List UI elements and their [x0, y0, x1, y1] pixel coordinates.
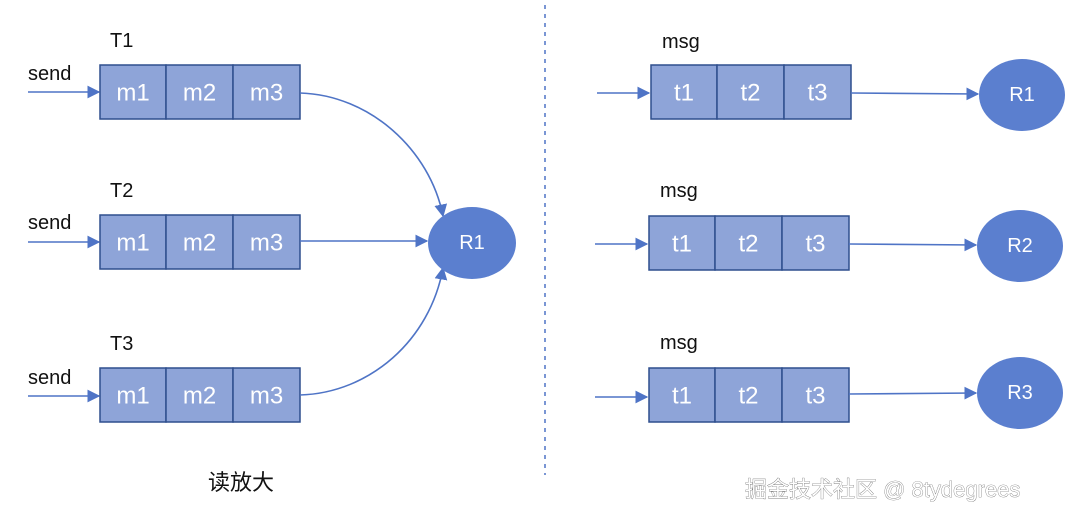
queue-cell [99, 214, 167, 270]
output-arrow [848, 386, 978, 400]
send-label: send [28, 367, 71, 389]
left-queue-3: T3 send m1 m2 m3 [28, 333, 301, 423]
cell-label: t2 [738, 231, 758, 258]
row-cell [781, 215, 850, 271]
left-queue-1: T1 send m1 m2 m3 [28, 30, 301, 120]
cell-label: t3 [805, 383, 825, 410]
row-cell [716, 64, 785, 120]
cell-label: t1 [674, 80, 694, 107]
row-title: msg [660, 332, 698, 354]
output-arrow [850, 87, 980, 101]
queue-cell [232, 64, 301, 120]
cell-label: t3 [805, 231, 825, 258]
cell-label: m1 [116, 80, 149, 107]
left-queue-2: T2 send m1 m2 m3 [28, 180, 301, 270]
cell-label: t2 [740, 80, 760, 107]
row-cell [783, 64, 852, 120]
queue-cell [165, 64, 234, 120]
receiver-node [979, 59, 1065, 131]
connector-arrow [299, 266, 448, 396]
queue-title: T2 [110, 180, 133, 202]
cell-label: m3 [250, 383, 283, 410]
receiver-node [977, 210, 1063, 282]
cell-label: t3 [807, 80, 827, 107]
send-label: send [28, 63, 71, 85]
cell-label: m1 [116, 230, 149, 257]
receiver-label: R2 [1007, 235, 1033, 257]
cell-label: t2 [738, 383, 758, 410]
cell-label: m2 [183, 230, 216, 257]
queue-cell [232, 214, 301, 270]
row-title: msg [662, 31, 700, 53]
receiver-label: R1 [1009, 84, 1035, 106]
watermark-text: 掘金技术社区 @ 8tydegrees [745, 477, 1020, 502]
cell-label: m2 [183, 80, 216, 107]
receiver-label: R3 [1007, 382, 1033, 404]
cell-label: m1 [116, 383, 149, 410]
cell-label: t1 [672, 231, 692, 258]
row-cell [648, 367, 716, 423]
queue-title: T3 [110, 333, 133, 355]
queue-title: T1 [110, 30, 133, 52]
queue-cell [99, 367, 167, 423]
send-label: send [28, 212, 71, 234]
right-row-2: msg t1 t2 t3 R2 [595, 180, 1063, 282]
queue-cell [232, 367, 301, 423]
row-cell [714, 215, 783, 271]
queue-cell [165, 367, 234, 423]
receiver-node [977, 357, 1063, 429]
receiver-node [428, 207, 516, 279]
row-title: msg [660, 180, 698, 202]
row-cell [648, 215, 716, 271]
right-row-1: msg t1 t2 t3 R1 [597, 31, 1065, 131]
connector-arrow [299, 92, 448, 218]
cell-label: t1 [672, 383, 692, 410]
row-cell [781, 367, 850, 423]
output-arrow [848, 238, 978, 252]
cell-label: m2 [183, 383, 216, 410]
right-row-3: msg t1 t2 t3 R3 [595, 332, 1063, 429]
left-caption: 读放大 [208, 470, 274, 495]
queue-cell [99, 64, 167, 120]
receiver-label: R1 [459, 232, 485, 254]
cell-label: m3 [250, 80, 283, 107]
cell-label: m3 [250, 230, 283, 257]
row-cell [714, 367, 783, 423]
